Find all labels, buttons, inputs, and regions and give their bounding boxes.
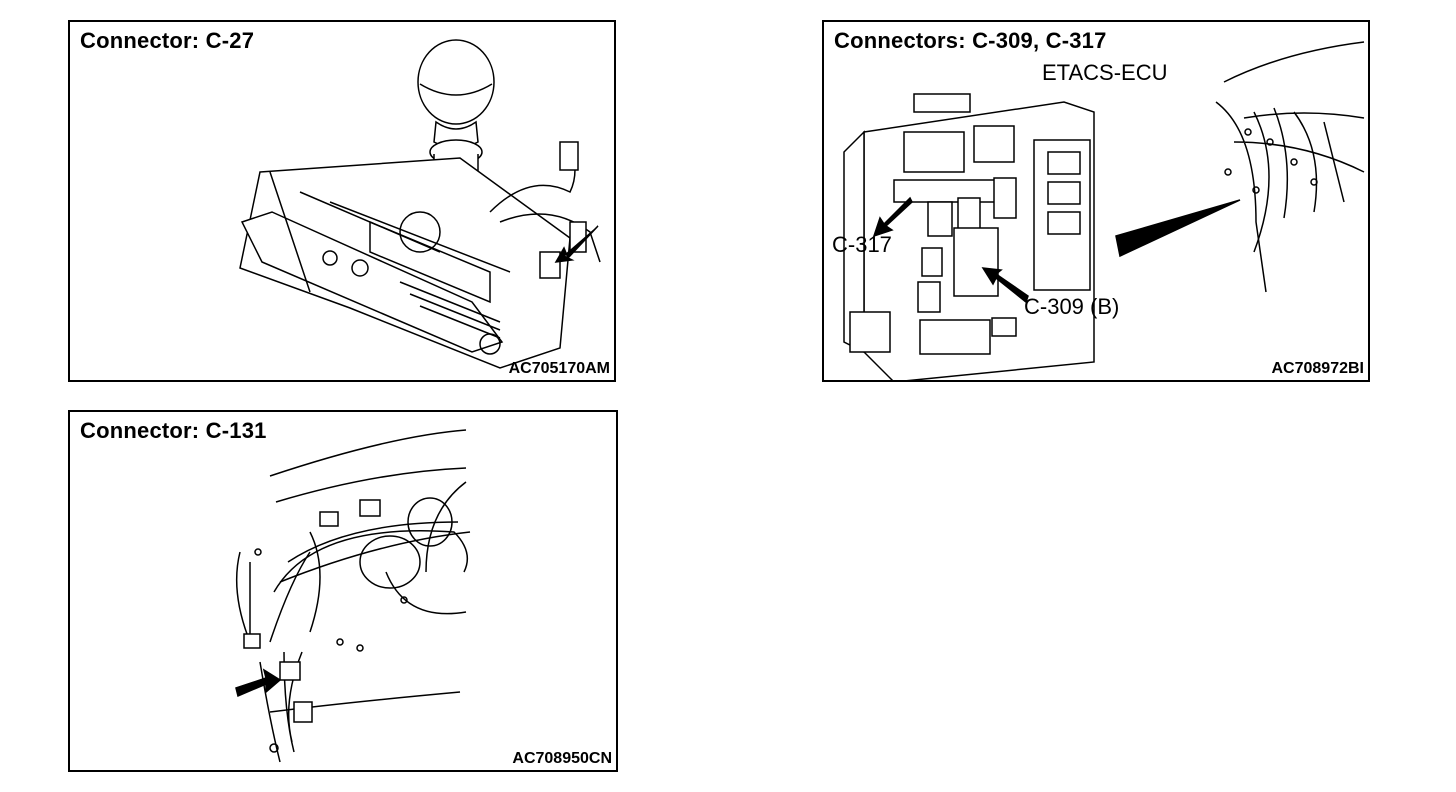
figure-code: AC708950CN — [512, 750, 612, 767]
panel-title: Connectors: C-309, C-317 — [834, 28, 1107, 53]
figure-code: AC708972BI — [1271, 360, 1365, 377]
panel-title: Connector: C-27 — [80, 28, 255, 53]
shift-lever-assembly-illustration — [70, 22, 616, 382]
dashboard-harness-illustration — [70, 412, 618, 772]
figure-code: AC705170AM — [508, 360, 610, 377]
etacs-ecu-label: ETACS-ECU — [1042, 60, 1168, 85]
panel-connectors-c309-c317: Connectors: C-309, C-317 ETACS-ECU C-317 — [822, 20, 1370, 382]
connector-c317-label: C-317 — [832, 232, 892, 257]
panel-connector-c27: Connector: C-27 AC705170AM — [68, 20, 616, 382]
panel-connector-c131: Connector: C-131 AC708950CN — [68, 410, 618, 772]
connector-c309-label: C-309 (B) — [1024, 294, 1120, 319]
panel-title: Connector: C-131 — [80, 418, 267, 443]
etacs-ecu-illustration — [824, 22, 1370, 380]
